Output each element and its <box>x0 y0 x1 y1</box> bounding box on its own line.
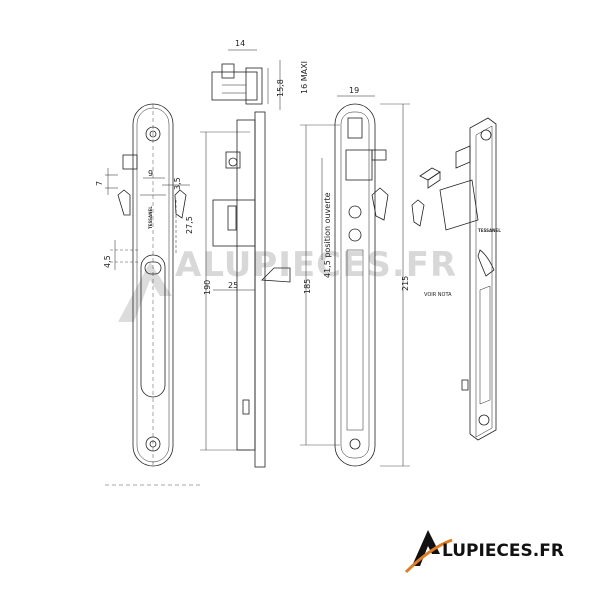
logo-a-mark <box>412 530 440 566</box>
front-brand-label: TESSANEL <box>148 206 153 229</box>
front-hook-left <box>117 189 131 216</box>
dim-215: 215 <box>401 276 410 291</box>
front-view <box>105 103 200 486</box>
logo-swoosh <box>404 538 453 574</box>
alupieces-logo: LUPIECES.FR <box>404 530 564 574</box>
rear-top-block <box>347 117 363 139</box>
top-detail-plate <box>245 67 263 105</box>
exploded-view <box>411 117 497 441</box>
exploded-bottom-screw <box>478 414 490 426</box>
dim-19: 19 <box>349 86 359 95</box>
rear-bolt <box>371 149 387 161</box>
exploded-plate <box>469 117 497 441</box>
rear-plate-outline <box>334 103 376 467</box>
side-keeper <box>212 199 256 247</box>
top-screw-center <box>149 130 157 138</box>
exploded-hook <box>411 199 425 227</box>
logo-text: LUPIECES.FR <box>442 541 564 561</box>
watermark-text: ALUPIECES.FR <box>175 245 457 285</box>
rear-bolt-housing <box>345 149 373 181</box>
note-voir-nota: VOIR NOTA <box>424 292 452 298</box>
dim-3-5: 3,5 <box>173 177 182 190</box>
exploded-brand-label: TESSANEL <box>478 228 501 233</box>
exploded-cam <box>455 145 471 169</box>
exploded-top-screw <box>480 129 492 141</box>
dim-41-5: 41,5 position ouverte <box>323 192 332 278</box>
dim-14: 14 <box>235 39 245 48</box>
top-detail-pin <box>221 63 235 79</box>
dim-190: 190 <box>203 280 212 295</box>
dim-27-5: 27,5 <box>185 216 194 234</box>
dim-185: 185 <box>303 279 312 294</box>
rear-plate-inner <box>340 111 370 459</box>
dim-16-maxi: 16 MAXI <box>300 61 309 94</box>
rear-bottom-screw <box>349 438 361 450</box>
side-handle <box>261 267 291 283</box>
rear-view <box>300 95 410 467</box>
rear-screw-1 <box>348 205 362 219</box>
exploded-slot <box>479 285 491 405</box>
rear-screw-2 <box>348 228 362 242</box>
exploded-keeper <box>439 179 479 231</box>
dim-7: 7 <box>95 181 104 186</box>
side-plate <box>254 111 266 468</box>
dim-9: 9 <box>148 169 153 178</box>
top-detail-view <box>211 49 281 110</box>
side-cam <box>225 151 241 169</box>
dim-25: 25 <box>228 281 238 290</box>
side-body <box>236 119 256 451</box>
side-view <box>200 111 291 468</box>
rear-hook <box>371 187 389 221</box>
exploded-handle <box>477 249 495 277</box>
watermark-a-mark <box>118 262 172 322</box>
rear-channel <box>346 249 364 431</box>
top-detail-body <box>211 71 258 101</box>
watermark: ALUPIECES.FR <box>118 245 457 322</box>
dim-4-5: 4,5 <box>103 255 112 268</box>
dim-15-8: 15,8 <box>276 79 285 97</box>
front-tab <box>122 154 138 170</box>
front-hook-right <box>174 189 187 219</box>
